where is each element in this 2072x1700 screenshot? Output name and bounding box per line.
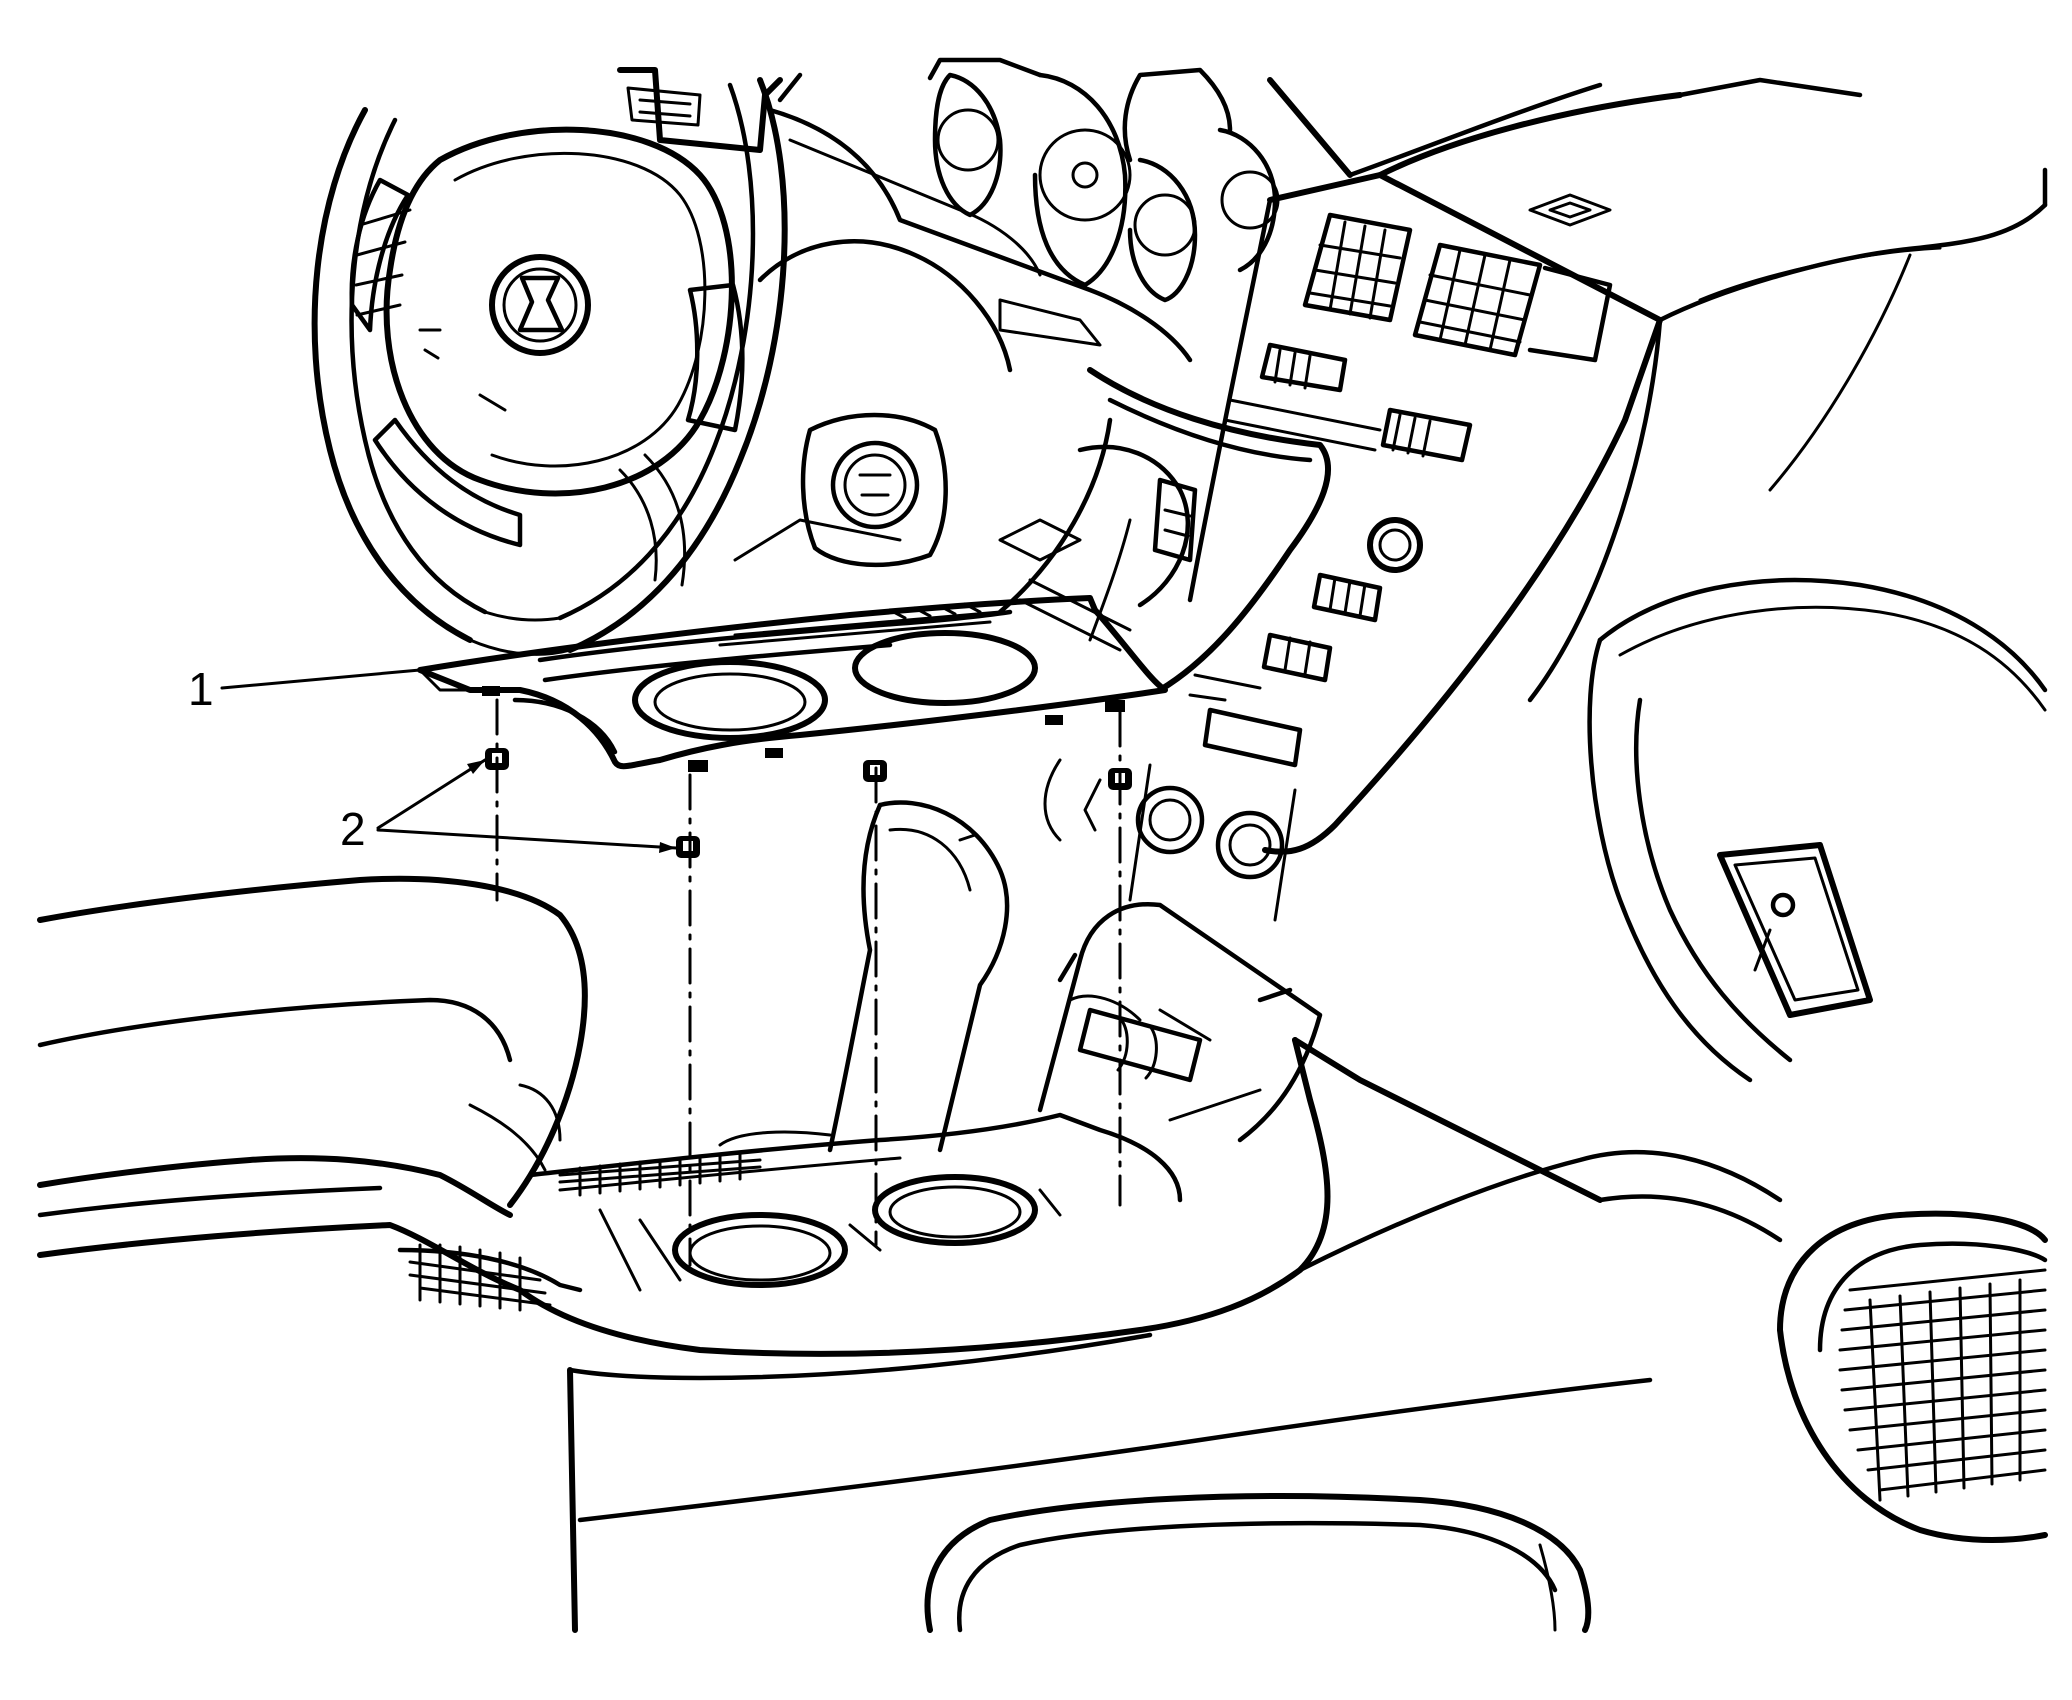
callout-1-number: 1 <box>188 663 214 715</box>
center-stack <box>1128 172 1663 922</box>
armrest <box>37 875 588 1218</box>
shifter-bezel <box>998 367 1331 693</box>
steering-wheel <box>311 77 788 656</box>
steering-column-area <box>733 107 1193 568</box>
shift-lever <box>827 758 1102 1153</box>
alignment-lines <box>495 698 1122 1267</box>
callout-1: 1 <box>188 663 422 715</box>
console-interior <box>397 902 1323 1312</box>
cup-holder-trim-plate <box>417 417 1168 772</box>
console-base <box>37 1037 1783 1633</box>
callout-2: 2 <box>340 758 678 855</box>
passenger-door-trim <box>1587 637 2048 1543</box>
instrument-cluster <box>617 57 1280 303</box>
dashboard-top <box>1267 77 2048 712</box>
retaining-clip <box>676 836 700 858</box>
callout-2-number: 2 <box>340 803 366 855</box>
